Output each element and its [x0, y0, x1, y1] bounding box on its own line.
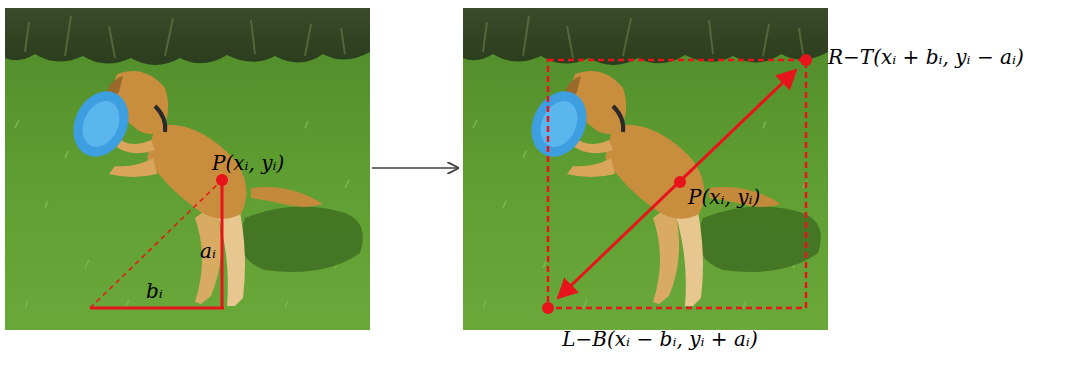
point-label: P(xᵢ, yᵢ)	[688, 186, 760, 209]
point-label: P(xᵢ, yᵢ)	[212, 152, 284, 175]
dog-photo	[463, 8, 828, 330]
width-label: bᵢ	[146, 280, 163, 303]
corner-label: R−T(xᵢ + bᵢ, yᵢ − aᵢ)	[828, 46, 1024, 69]
corner-label: L−B(xᵢ − bᵢ, yᵢ + aᵢ)	[562, 328, 757, 351]
offset-triangle	[90, 174, 228, 308]
bounding-box	[542, 54, 812, 314]
dog-photo	[5, 8, 370, 330]
transform-arrow	[372, 167, 458, 169]
height-label: aᵢ	[200, 240, 216, 263]
